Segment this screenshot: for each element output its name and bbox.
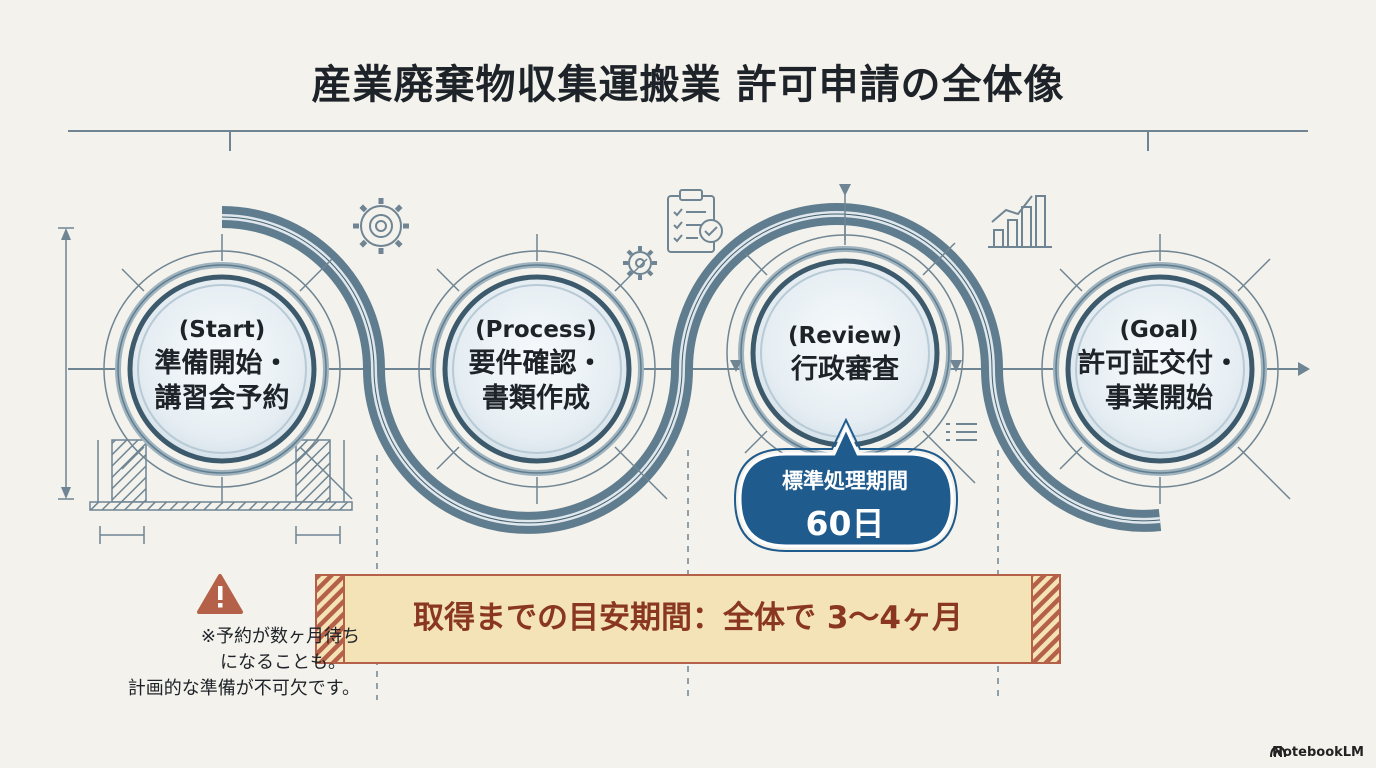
stage-start-label: (Start) 準備開始・ 講習会予約 <box>112 316 332 416</box>
badge-value: 60日 <box>805 504 885 543</box>
stage-circle-goal <box>1041 234 1291 504</box>
review-period-badge: 標準処理期間 60日 <box>736 453 954 545</box>
stage-goal-label: (Goal) 許可証交付・ 事業開始 <box>1049 316 1269 416</box>
serpentine-track <box>221 203 1162 534</box>
bar-chart-icon <box>988 195 1052 248</box>
review-ring-arrows <box>730 184 962 372</box>
stage-line1: 準備開始・ <box>154 347 290 379</box>
gear-icon <box>353 198 409 254</box>
stage-line2: 事業開始 <box>1105 382 1213 414</box>
left-dimension <box>58 227 74 500</box>
note-line3: 計画的な準備が不可欠です。 <box>127 678 360 700</box>
note-line2: になることも。 <box>220 652 346 674</box>
stage-line1: 要件確認・ <box>468 347 604 379</box>
brand-label: NotebookLM <box>1272 745 1364 760</box>
stage-circles <box>103 218 1291 504</box>
reservation-note: ※予約が数ヶ月待ち になることも。 計画的な準備が不可欠です。 <box>60 624 360 702</box>
stage-review-label: (Review) 行政審査 <box>735 322 955 387</box>
badge-label: 標準処理期間 <box>782 469 908 493</box>
stage-tag: (Review) <box>787 323 903 349</box>
duration-banner: 取得までの目安期間：全体で 3〜4ヶ月 <box>413 600 963 636</box>
stage-tag: (Process) <box>475 317 597 343</box>
stage-tag: (Goal) <box>1119 317 1199 343</box>
clipboard-check-icon <box>667 189 723 253</box>
gear-small-icon <box>623 246 657 280</box>
stage-line2: 書類作成 <box>482 382 590 414</box>
stage-tag: (Start) <box>178 317 266 343</box>
list-icon <box>946 423 977 441</box>
stage-line1: 許可証交付・ <box>1078 347 1240 379</box>
stage-process-label: (Process) 要件確認・ 書類作成 <box>426 316 646 416</box>
stage-circle-process <box>418 234 668 504</box>
note-line1: ※予約が数ヶ月待ち <box>200 626 360 647</box>
warning-icon <box>197 574 243 614</box>
review-badge-shape <box>733 417 959 552</box>
start-stand <box>89 439 353 544</box>
banner-shape <box>315 574 1061 664</box>
stage-circle-start <box>103 234 353 504</box>
stage-line1: 行政審査 <box>791 353 899 385</box>
page-title: 産業廃棄物収集運搬業 許可申請の全体像 <box>311 62 1065 108</box>
brand-logo-icon <box>1270 745 1286 758</box>
stage-circle-review <box>726 218 976 488</box>
stage-line2: 講習会予約 <box>154 382 290 414</box>
top-rule <box>68 130 1308 151</box>
